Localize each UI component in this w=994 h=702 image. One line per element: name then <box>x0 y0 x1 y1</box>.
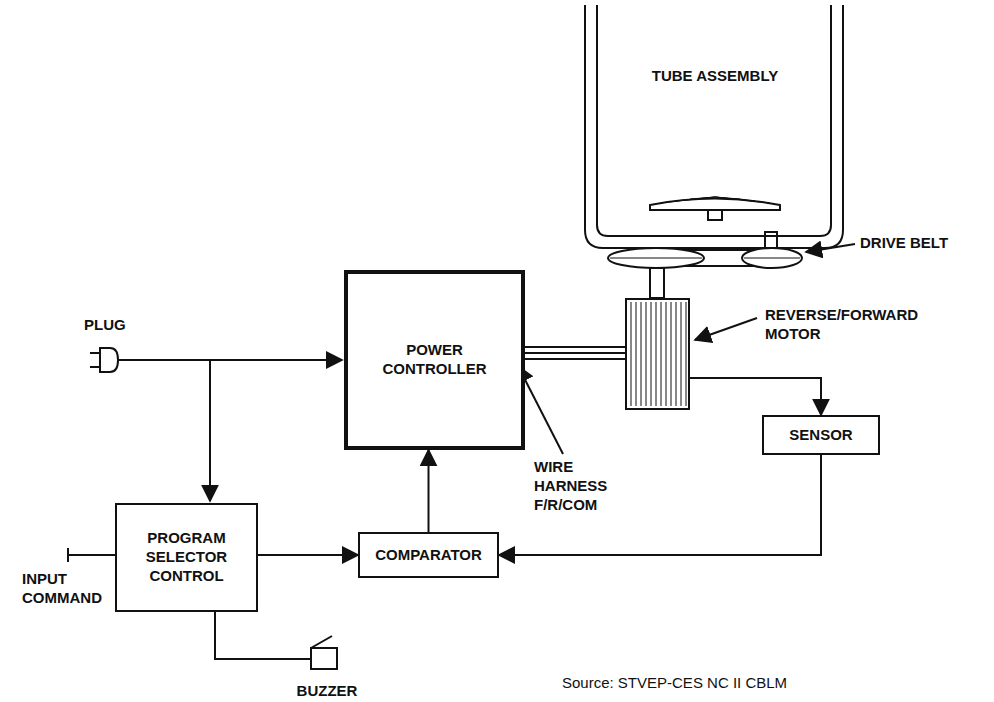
selector-box: PROGRAM SELECTOR CONTROL <box>115 503 258 612</box>
node-label: PROGRAM SELECTOR CONTROL <box>127 529 247 585</box>
agitator <box>650 197 780 248</box>
node-label: TUBE ASSEMBLY <box>650 67 780 86</box>
buzzer-symbol-outline <box>310 640 338 670</box>
connector <box>690 378 821 415</box>
node-label: REVERSE/FORWARD MOTOR <box>765 306 945 344</box>
node-label: SENSOR <box>771 426 871 445</box>
part-name: DRIVE BELT <box>860 234 980 253</box>
part-name: WIRE HARNESS F/R/COM <box>534 458 644 514</box>
controller-box: POWER CONTROLLER <box>344 270 525 450</box>
node-label: COMPARATOR <box>366 546 491 565</box>
supply-wire <box>118 360 342 501</box>
connector <box>428 450 429 532</box>
source-caption: Source: STVEP-CES NC II CBLM <box>562 674 787 691</box>
connector <box>258 555 358 556</box>
connector <box>215 612 310 659</box>
motor-body-outline <box>625 298 690 410</box>
connector <box>499 455 821 555</box>
signal-name: INPUT COMMAND <box>22 570 112 608</box>
part-name: PLUG <box>84 316 144 335</box>
tub-assembly: TUBE ASSEMBLY <box>583 5 845 250</box>
node-label: BUZZER <box>292 682 362 701</box>
sensor-box: SENSOR <box>762 415 880 455</box>
connector <box>525 347 625 359</box>
buzzer-symbol: BUZZER <box>310 640 338 670</box>
node-label: POWER CONTROLLER <box>370 341 500 379</box>
tub-assembly-outline <box>583 5 845 250</box>
motor-body: REVERSE/FORWARD MOTOR <box>625 298 690 410</box>
drive-belt <box>608 248 802 298</box>
input-wire <box>68 548 115 562</box>
comparator-box: COMPARATOR <box>358 532 499 578</box>
plug-symbol <box>90 348 118 372</box>
